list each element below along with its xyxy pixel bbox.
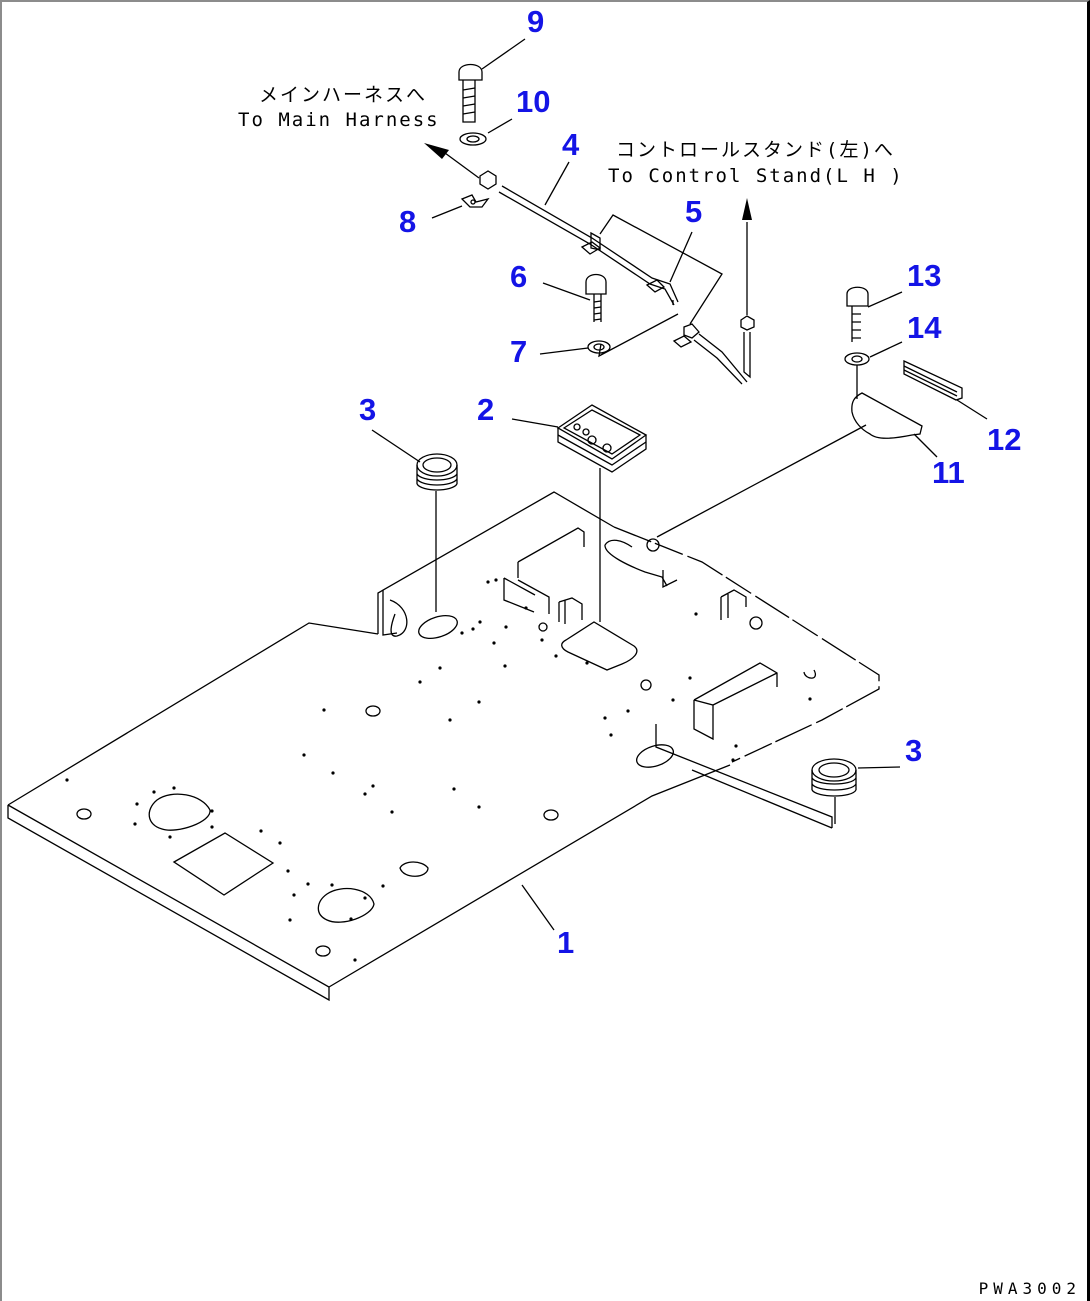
- grommet-left: [416, 453, 458, 612]
- callout-13[interactable]: 13: [907, 258, 942, 293]
- bolt-9: [458, 63, 483, 123]
- callout-12[interactable]: 12: [987, 422, 1022, 457]
- drawing-code: PWA3002: [978, 1279, 1081, 1298]
- bolt-13: [846, 286, 869, 342]
- seal-strip: [903, 359, 963, 401]
- cover-plate: [656, 392, 923, 538]
- callout-2[interactable]: 2: [477, 392, 495, 427]
- washer-10: [459, 132, 487, 146]
- washer-14: [844, 352, 870, 399]
- callout-8[interactable]: 8: [399, 204, 417, 239]
- grommet-pad: [556, 404, 648, 622]
- callout-3-right[interactable]: 3: [905, 733, 923, 768]
- control-stand-note-en: To Control Stand(L H ): [608, 165, 904, 187]
- leader-lines: [371, 38, 988, 931]
- callout-6[interactable]: 6: [510, 259, 528, 294]
- callout-9[interactable]: 9: [527, 4, 545, 39]
- washer-7: [587, 340, 611, 354]
- callout-5[interactable]: 5: [685, 194, 703, 229]
- main-harness-note-jp: メインハーネスへ: [259, 84, 428, 106]
- main-harness-note-en: To Main Harness: [238, 109, 440, 131]
- callout-1[interactable]: 1: [557, 925, 575, 960]
- callout-3-left[interactable]: 3: [359, 392, 377, 427]
- callout-4[interactable]: 4: [562, 127, 580, 162]
- bolt-6: [585, 273, 607, 322]
- grommet-right: [811, 758, 857, 824]
- wiring-harness: [424, 143, 755, 385]
- callout-10[interactable]: 10: [516, 84, 551, 119]
- clip: [460, 194, 490, 208]
- plate-mounting-holes: [65, 578, 812, 962]
- control-stand-note-jp: コントロールスタンド(左)へ: [616, 139, 895, 161]
- callout-11[interactable]: 11: [932, 455, 965, 490]
- callout-14[interactable]: 14: [907, 310, 942, 345]
- callout-7[interactable]: 7: [510, 334, 528, 369]
- floor-plate: [7, 491, 880, 1002]
